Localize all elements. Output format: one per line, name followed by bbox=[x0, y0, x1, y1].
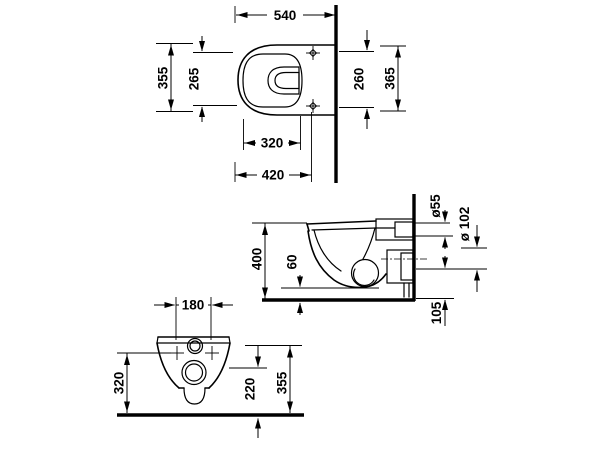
dim-label-top-rear-overall-width: 365 bbox=[383, 67, 398, 90]
dim-outlet-dia: ø 102 bbox=[457, 207, 480, 292]
dim-260: 260 bbox=[339, 30, 374, 129]
mounting-marker-top bbox=[306, 46, 320, 60]
dim-400: 400 bbox=[250, 222, 307, 299]
dim-320-top-view: 320 bbox=[243, 116, 301, 151]
mounting-hole-left bbox=[170, 346, 184, 360]
dim-label-top-inner-width: 265 bbox=[187, 67, 202, 90]
dim-355-top-view: 355 bbox=[156, 43, 193, 112]
dim-220: 220 bbox=[229, 346, 267, 438]
dim-label-top-overall-width: 355 bbox=[156, 66, 171, 89]
bowl-outline bbox=[237, 44, 337, 116]
dim-265: 265 bbox=[187, 36, 237, 122]
dim-label-front-outlet-height: 220 bbox=[243, 378, 258, 401]
outlet-hole-inner bbox=[184, 363, 204, 382]
dim-label-top-rear-width: 260 bbox=[352, 68, 367, 91]
dim-label-front-side-height: 320 bbox=[112, 372, 127, 395]
dim-label-top-inner-length: 320 bbox=[261, 136, 284, 151]
dim-label-top-overall-depth: 540 bbox=[274, 8, 297, 23]
dim-180: 180 bbox=[154, 297, 233, 340]
flush-hole-inner bbox=[189, 340, 201, 352]
front-view: 180 320 220 355 bbox=[112, 297, 304, 438]
dim-540: 540 bbox=[234, 6, 336, 23]
dim-label-front-hole-spacing: 180 bbox=[182, 298, 205, 313]
mounting-hole-right bbox=[205, 346, 219, 360]
dim-label-side-outlet-dia: ø 102 bbox=[457, 207, 472, 242]
dim-320-front-view: 320 bbox=[112, 352, 171, 413]
dim-60: 60 bbox=[281, 254, 379, 315]
dim-105: 105 bbox=[429, 256, 448, 326]
dim-label-side-mount-height: 400 bbox=[250, 248, 265, 271]
mounting-marker-bottom bbox=[306, 99, 320, 113]
bowl-inner-rim bbox=[242, 53, 303, 108]
flush-hole-outer bbox=[186, 337, 204, 355]
dim-label-side-outlet-drop: 105 bbox=[429, 301, 444, 324]
outlet-hole-outer bbox=[181, 359, 207, 386]
dim-label-front-overall-height: 355 bbox=[275, 371, 290, 394]
dim-420: 420 bbox=[234, 112, 312, 183]
dim-flush-pipe-dia: ø55 bbox=[428, 194, 448, 249]
flush-detail-outer bbox=[267, 66, 300, 95]
side-view: 400 60 ø55 ø 102 105 bbox=[250, 194, 487, 326]
toilet-side-profile bbox=[306, 218, 428, 298]
dim-365: 365 bbox=[380, 45, 406, 112]
toilet-front-outline bbox=[156, 336, 231, 405]
flush-detail-inner bbox=[274, 71, 300, 90]
dim-355-front-view: 355 bbox=[245, 345, 302, 413]
dim-label-top-front-to-holes: 420 bbox=[262, 168, 285, 183]
top-view: 540 355 265 260 bbox=[156, 5, 406, 183]
dim-label-side-flush-pipe-dia: ø55 bbox=[428, 194, 443, 218]
dim-label-side-bowl-bottom-height: 60 bbox=[285, 254, 300, 269]
